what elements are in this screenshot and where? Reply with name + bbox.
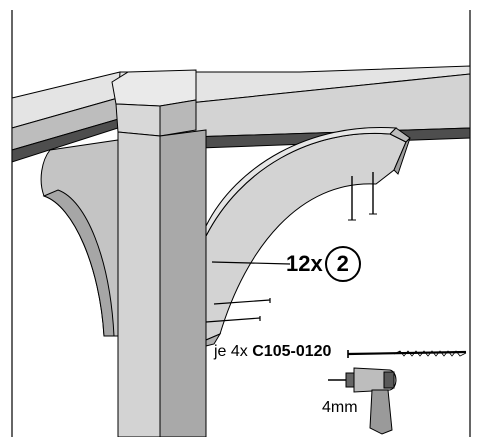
part-number-circle: 2 xyxy=(324,246,361,282)
drill-bit-size: 4mm xyxy=(322,399,358,416)
back-knee-brace xyxy=(40,139,119,337)
front-knee-brace xyxy=(205,126,411,347)
post-top xyxy=(111,69,197,137)
drill-icon xyxy=(328,367,397,435)
quantity-label: 12x xyxy=(286,251,323,276)
screw-code: C105-0120 xyxy=(252,343,332,360)
quantity-callout: 12x 2 xyxy=(286,246,361,282)
screw-quantity-text: je 4x xyxy=(214,343,248,360)
vertical-post xyxy=(117,129,207,437)
screw-spec-label: je 4x C105-0120 xyxy=(214,343,331,361)
back-beam xyxy=(11,71,126,163)
vertical-screws xyxy=(348,172,377,221)
screw-icon xyxy=(347,350,467,358)
callout-leader-line xyxy=(211,261,291,265)
horizontal-screws xyxy=(205,298,271,323)
